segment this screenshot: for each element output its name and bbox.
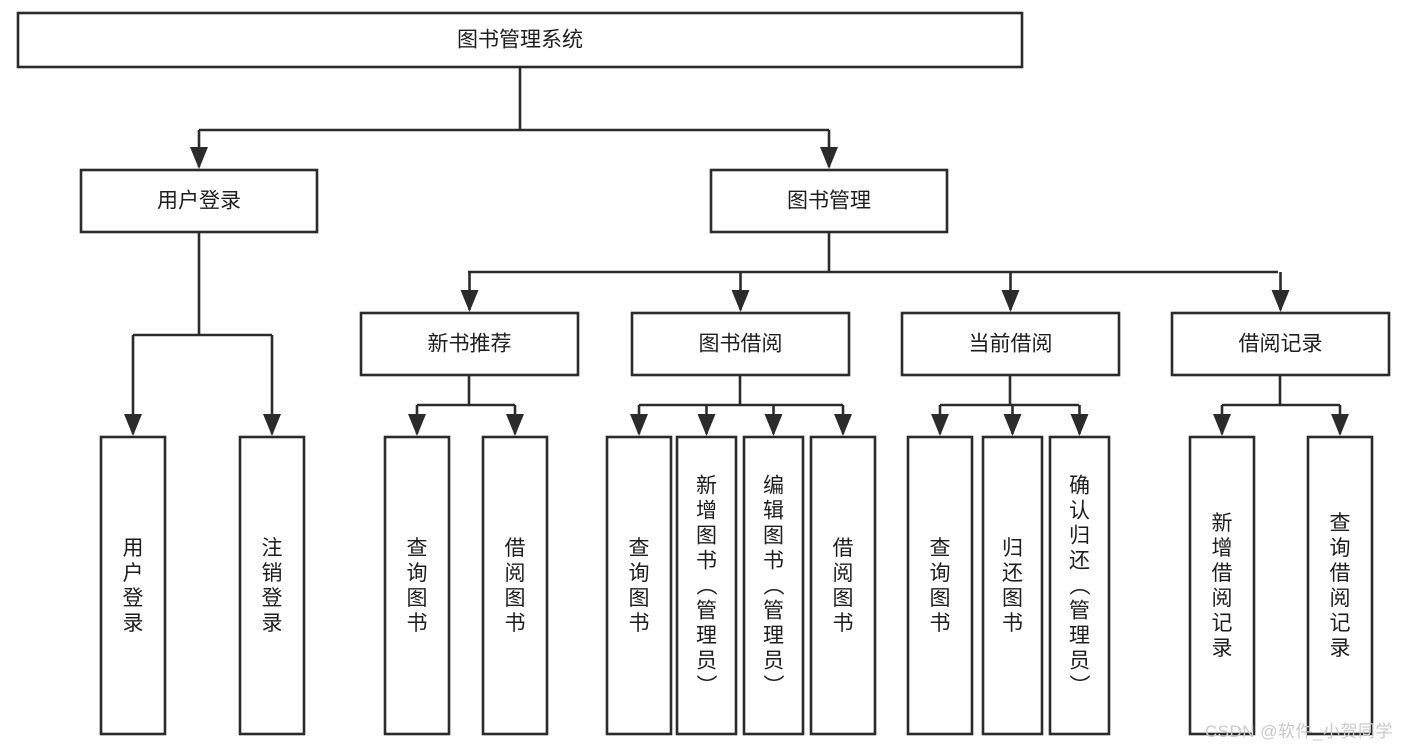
node-current-borrow[interactable]: 当前借阅 — [900, 311, 1121, 377]
node-leaf-query-book-2[interactable]: 查询图书 — [605, 435, 673, 736]
watermark-text: CSDN @软件_小贺同学 — [1204, 722, 1393, 741]
node-label-leaf-borrow-book-1: 借阅图书 — [505, 537, 526, 635]
arrow-head-icon — [731, 290, 750, 312]
arrow-head-icon — [263, 414, 281, 436]
node-new-book-recommend[interactable]: 新书推荐 — [359, 311, 580, 377]
arrow-head-icon — [408, 414, 426, 436]
node-box-leaf-query-record[interactable] — [1306, 435, 1374, 736]
arrow-head-icon — [460, 290, 479, 312]
node-box-leaf-logout[interactable] — [238, 435, 306, 736]
node-label-leaf-add-record: 新增借阅记录 — [1212, 512, 1233, 660]
node-leaf-return-book[interactable]: 归还图书 — [981, 435, 1044, 736]
node-leaf-user-login[interactable]: 用户登录 — [99, 435, 167, 736]
arrow-head-icon — [1213, 414, 1231, 436]
node-label-leaf-query-book-3: 查询图书 — [930, 537, 951, 635]
node-label-leaf-user-login: 用户登录 — [123, 537, 144, 635]
node-leaf-borrow-book-1[interactable]: 借阅图书 — [481, 435, 549, 736]
node-label-leaf-add-book: 新增图书︵管理员︶ — [696, 474, 718, 697]
nodes-layer: 图书管理系统用户登录图书管理新书推荐图书借阅当前借阅借阅记录用户登录注销登录查询… — [16, 11, 1391, 736]
arrow-head-icon — [931, 414, 949, 436]
arrow-head-icon — [124, 414, 142, 436]
node-box-leaf-borrow-book-2[interactable] — [809, 435, 877, 736]
node-box-book-manage[interactable] — [709, 168, 949, 234]
arrow-head-icon — [697, 414, 716, 436]
node-label-book-manage: 图书管理 — [787, 190, 871, 213]
node-label-current-borrow: 当前借阅 — [969, 333, 1053, 356]
node-label-book-borrow: 图书借阅 — [699, 333, 783, 356]
node-leaf-add-record[interactable]: 新增借阅记录 — [1188, 435, 1256, 736]
node-borrow-record[interactable]: 借阅记录 — [1170, 311, 1391, 377]
node-label-leaf-return-book: 归还图书 — [1002, 537, 1023, 635]
node-label-leaf-borrow-book-2: 借阅图书 — [833, 537, 854, 635]
arrow-head-icon — [834, 414, 852, 436]
node-box-leaf-edit-book[interactable] — [742, 435, 805, 736]
node-box-new-book-recommend[interactable] — [359, 311, 580, 377]
node-box-leaf-borrow-book-1[interactable] — [481, 435, 549, 736]
arrow-head-icon — [764, 414, 783, 436]
node-box-leaf-return-book[interactable] — [981, 435, 1044, 736]
node-leaf-add-book[interactable]: 新增图书︵管理员︶ — [675, 435, 738, 736]
node-label-leaf-logout: 注销登录 — [262, 537, 283, 635]
node-box-root[interactable] — [16, 11, 1024, 69]
arrow-head-icon — [190, 147, 208, 169]
arrow-head-icon — [1271, 290, 1290, 312]
arrow-head-icon — [506, 414, 524, 436]
node-leaf-query-book-1[interactable]: 查询图书 — [383, 435, 451, 736]
node-box-borrow-record[interactable] — [1170, 311, 1391, 377]
node-leaf-edit-book[interactable]: 编辑图书︵管理员︶ — [742, 435, 805, 736]
node-book-manage[interactable]: 图书管理 — [709, 168, 949, 234]
node-box-leaf-query-book-1[interactable] — [383, 435, 451, 736]
node-label-leaf-edit-book: 编辑图书︵管理员︶ — [763, 474, 785, 697]
node-label-leaf-query-book-2: 查询图书 — [629, 537, 650, 635]
node-root[interactable]: 图书管理系统 — [16, 11, 1024, 69]
arrow-head-icon — [1070, 414, 1089, 436]
edges-layer — [124, 67, 1349, 436]
node-box-user-login[interactable] — [79, 168, 319, 234]
node-box-leaf-query-book-2[interactable] — [605, 435, 673, 736]
node-label-leaf-query-record: 查询借阅记录 — [1330, 512, 1351, 660]
node-label-leaf-query-book-1: 查询图书 — [407, 537, 428, 635]
node-leaf-borrow-book-2[interactable]: 借阅图书 — [809, 435, 877, 736]
node-leaf-confirm-return[interactable]: 确认归还︵管理员︶ — [1048, 435, 1111, 736]
node-box-leaf-add-record[interactable] — [1188, 435, 1256, 736]
node-box-book-borrow[interactable] — [630, 311, 851, 377]
arrow-head-icon — [1331, 414, 1349, 436]
node-label-root: 图书管理系统 — [457, 29, 583, 52]
arrow-head-icon — [1003, 414, 1022, 436]
node-label-borrow-record: 借阅记录 — [1239, 333, 1323, 356]
node-user-login[interactable]: 用户登录 — [79, 168, 319, 234]
node-leaf-query-book-3[interactable]: 查询图书 — [906, 435, 974, 736]
node-label-leaf-confirm-return: 确认归还︵管理员︶ — [1069, 474, 1091, 697]
node-book-borrow[interactable]: 图书借阅 — [630, 311, 851, 377]
node-box-leaf-confirm-return[interactable] — [1048, 435, 1111, 736]
node-leaf-query-record[interactable]: 查询借阅记录 — [1306, 435, 1374, 736]
node-label-new-book-recommend: 新书推荐 — [428, 333, 512, 356]
arrow-head-icon — [1001, 290, 1020, 312]
node-label-user-login: 用户登录 — [157, 190, 241, 213]
node-box-leaf-query-book-3[interactable] — [906, 435, 974, 736]
arrow-head-icon — [630, 414, 648, 436]
node-box-leaf-user-login[interactable] — [99, 435, 167, 736]
node-leaf-logout[interactable]: 注销登录 — [238, 435, 306, 736]
arrow-head-icon — [820, 147, 838, 169]
node-box-current-borrow[interactable] — [900, 311, 1121, 377]
node-box-leaf-add-book[interactable] — [675, 435, 738, 736]
